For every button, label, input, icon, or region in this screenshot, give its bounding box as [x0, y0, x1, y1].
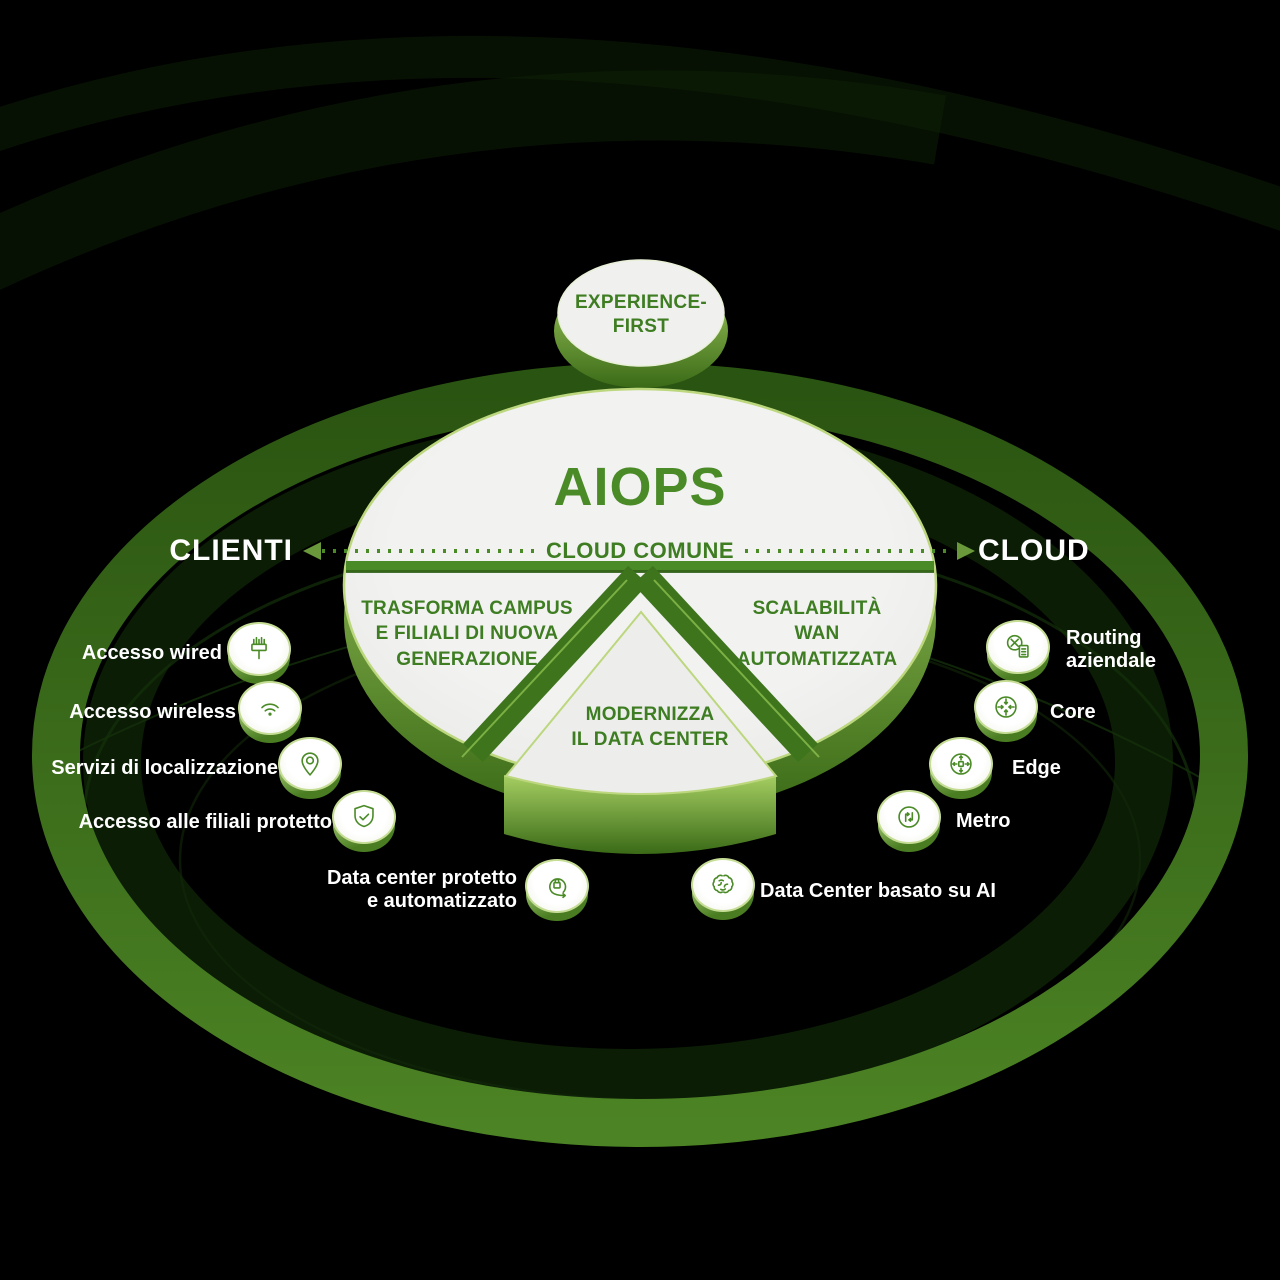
background-swoosh — [0, 70, 946, 290]
puck-routing — [986, 620, 1050, 682]
ai-brain-icon — [712, 874, 734, 894]
axis-divider-bar — [346, 561, 934, 572]
wifi-icon — [261, 703, 279, 716]
puck-metro — [877, 790, 941, 852]
puck-branch-access — [332, 790, 396, 852]
puck-wireless — [238, 681, 302, 743]
segment-wan-label: SCALABILITÀ WAN AUTOMATIZZATA — [736, 598, 898, 670]
location-pin-icon — [301, 752, 319, 776]
puck-edge — [929, 737, 993, 799]
right-item-label-routing: Routing aziendale — [1066, 627, 1157, 672]
right-item-label-edge: Edge — [1012, 757, 1061, 779]
experience-first-badge: EXPERIENCE- FIRST — [574, 292, 708, 337]
puck-dc-ai — [691, 858, 755, 920]
segment-datacenter-label: MODERNIZZA IL DATA CENTER — [571, 704, 729, 751]
left-item-label-wireless: Accesso wireless — [69, 701, 236, 723]
puck-face — [278, 737, 342, 791]
puck-dc-protected — [525, 859, 589, 921]
arrow-left-icon — [303, 542, 321, 560]
edge-icon — [950, 753, 972, 775]
puck-face — [525, 859, 589, 913]
background-swoosh — [0, 36, 1280, 231]
hub-title: AIOPS — [553, 457, 727, 517]
axis-endpoint-clienti: CLIENTI — [169, 534, 293, 567]
puck-face — [227, 622, 291, 676]
wired-switch-icon — [251, 636, 267, 660]
wedge-wall-right — [633, 565, 818, 763]
left-item-label-branch-access: Accesso alle filiali protetto — [78, 811, 332, 833]
bottom-slice-side — [504, 775, 776, 854]
puck-wired — [227, 622, 291, 684]
experience-puck-face — [557, 259, 725, 367]
puck-face — [877, 790, 941, 844]
left-item-label-localization: Servizi di localizzazione — [51, 757, 278, 779]
lock-automation-icon — [549, 878, 567, 899]
metro-icon — [898, 806, 920, 828]
routing-icon — [1006, 634, 1029, 658]
axis-endpoint-cloud: CLOUD — [978, 534, 1090, 567]
puck-face — [929, 737, 993, 791]
puck-face — [974, 680, 1038, 734]
puck-localization — [278, 737, 342, 799]
wedge-wall-highlight — [653, 579, 820, 758]
right-item-label-metro: Metro — [956, 810, 1011, 832]
puck-face — [332, 790, 396, 844]
puck-face — [986, 620, 1050, 674]
puck-face — [691, 858, 755, 912]
core-icon — [995, 696, 1017, 718]
puck-core — [974, 680, 1038, 742]
wedge-wall-left — [463, 565, 648, 763]
segment-campus-label: TRASFORMA CAMPUS E FILIALI DI NUOVA GENE… — [361, 598, 573, 670]
left-item-label-dc-protected: Data center protetto e automatizzato — [326, 867, 517, 912]
bottom-slice-face — [504, 610, 778, 795]
left-item-label-wired: Accesso wired — [81, 642, 222, 664]
puck-face — [238, 681, 302, 735]
arrow-right-icon — [957, 542, 975, 560]
axis-divider-shadow — [346, 570, 934, 573]
wedge-wall-highlight — [461, 579, 628, 758]
axis-label: CLOUD COMUNE — [545, 538, 735, 563]
shield-check-icon — [354, 804, 374, 828]
right-item-label-dc-ai: Data Center basato su AI — [760, 880, 996, 902]
right-item-label-core: Core — [1050, 701, 1096, 723]
